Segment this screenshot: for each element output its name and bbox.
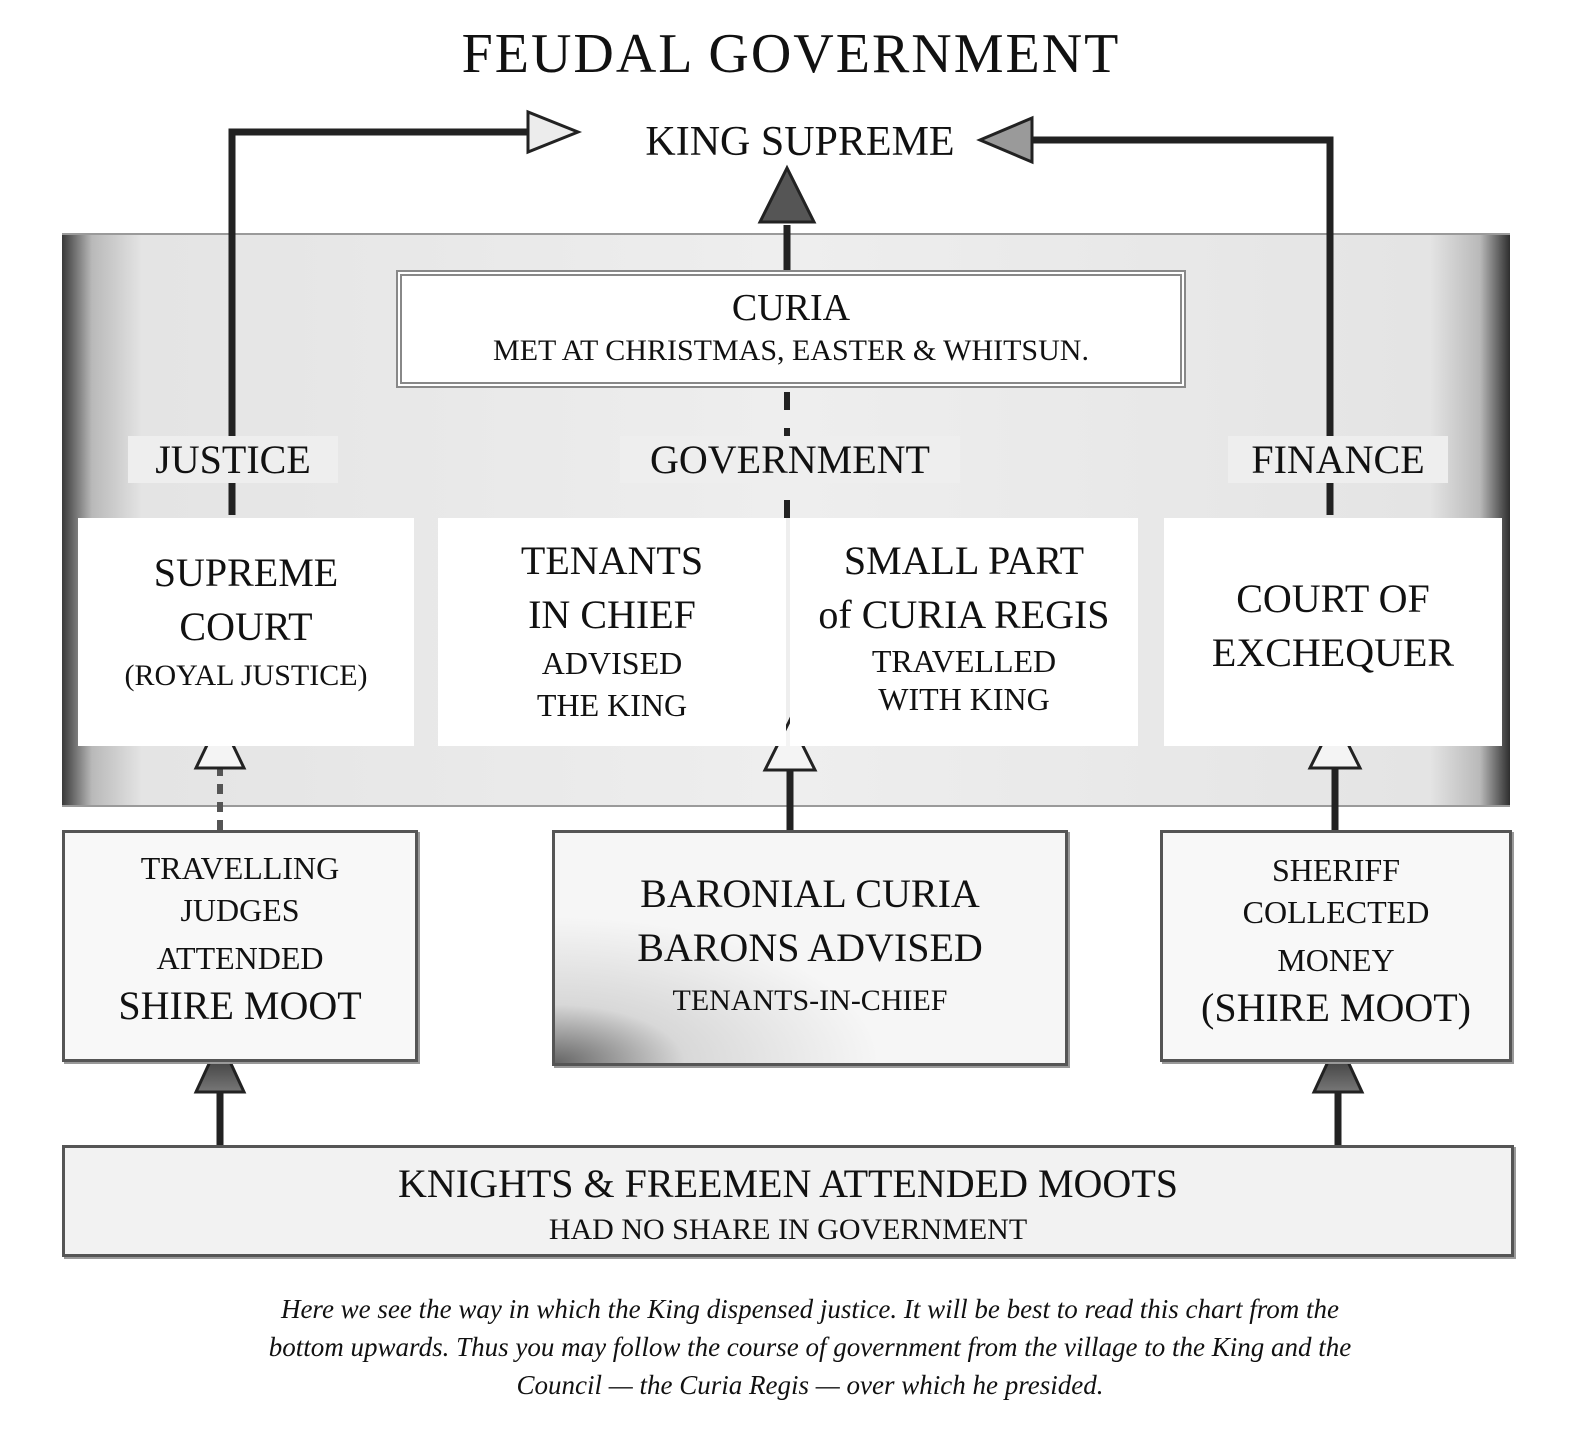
tenants-line3: ADVISED — [541, 645, 683, 681]
supreme-court-line3: (ROYAL JUSTICE) — [124, 659, 368, 692]
sheriff-line4: (SHIRE MOOT) — [1201, 985, 1471, 1030]
diagram-caption: Here we see the way in which the King di… — [120, 1290, 1500, 1404]
baronial-curia-box: BARONIAL CURIA BARONS ADVISED TENANTS-IN… — [552, 830, 1068, 1066]
judges-line1: TRAVELLING — [140, 850, 340, 886]
caption-line1: Here we see the way in which the King di… — [280, 1294, 1340, 1324]
tenants-line1: TENANTS — [520, 538, 704, 583]
judges-line4: SHIRE MOOT — [118, 983, 362, 1028]
small-part-curia-regis-box: SMALL PART of CURIA REGIS TRAVELLED WITH… — [790, 518, 1138, 746]
supreme-court-box: SUPREME COURT (ROYAL JUSTICE) — [78, 518, 414, 746]
supreme-court-line2: COURT — [179, 604, 313, 649]
small-part-line3: TRAVELLED — [871, 643, 1057, 679]
court-of-exchequer-box: COURT OF EXCHEQUER — [1164, 518, 1502, 746]
sheriff-line2: COLLECTED — [1242, 894, 1430, 930]
king-supreme-label: KING SUPREME — [645, 119, 955, 165]
small-part-line1: SMALL PART — [843, 538, 1085, 583]
knights-line1: KNIGHTS & FREEMEN ATTENDED MOOTS — [398, 1161, 1178, 1206]
diagram-title: FEUDAL GOVERNMENT — [461, 23, 1121, 85]
curia-subtitle: MET AT CHRISTMAS, EASTER & WHITSUN. — [493, 334, 1089, 367]
curia-to-king-arrowhead — [757, 164, 817, 224]
exchequer-line2: EXCHEQUER — [1211, 630, 1455, 675]
knights-to-judges-arrowhead — [193, 1036, 247, 1094]
finance-to-king-arrowhead — [976, 115, 1034, 165]
judges-line2: JUDGES — [180, 892, 300, 928]
caption-line2: bottom upwards. Thus you may follow the … — [268, 1332, 1352, 1362]
knights-freemen-box: KNIGHTS & FREEMEN ATTENDED MOOTS HAD NO … — [62, 1145, 1514, 1257]
travelling-judges-box: TRAVELLING JUDGES ATTENDED SHIRE MOOT — [62, 830, 418, 1062]
sheriff-line1: SHERIFF — [1271, 852, 1401, 888]
tenants-line2: IN CHIEF — [528, 592, 696, 637]
justice-connector-line — [228, 128, 530, 515]
caption-line3: Council — the Curia Regis — over which h… — [516, 1370, 1104, 1400]
category-finance: FINANCE — [1228, 436, 1448, 483]
supreme-court-line1: SUPREME — [153, 550, 339, 595]
sheriff-line3: MONEY — [1277, 942, 1395, 978]
tenants-line4: THE KING — [536, 687, 688, 723]
curia-heading: CURIA — [731, 287, 851, 329]
judges-line3: ATTENDED — [156, 940, 324, 976]
baronial-line1: BARONIAL CURIA — [640, 871, 980, 916]
finance-connector-line — [1030, 136, 1334, 515]
tenants-in-chief-box: TENANTS IN CHIEF ADVISED THE KING — [438, 518, 786, 746]
knights-to-sheriff-arrowhead — [1311, 1036, 1365, 1094]
sheriff-box: SHERIFF COLLECTED MONEY (SHIRE MOOT) — [1160, 830, 1512, 1062]
small-part-line2: of CURIA REGIS — [818, 592, 1110, 637]
small-part-line4: WITH KING — [878, 681, 1050, 717]
curia-box: CURIA MET AT CHRISTMAS, EASTER & WHITSUN… — [396, 270, 1186, 388]
baronial-line3: TENANTS-IN-CHIEF — [672, 984, 948, 1017]
justice-to-king-arrowhead — [526, 109, 583, 155]
baronial-line2: BARONS ADVISED — [637, 925, 983, 970]
knights-line2: HAD NO SHARE IN GOVERNMENT — [548, 1213, 1028, 1246]
exchequer-line1: COURT OF — [1236, 576, 1430, 621]
category-government: GOVERNMENT — [620, 436, 960, 483]
category-justice: JUSTICE — [128, 436, 338, 483]
